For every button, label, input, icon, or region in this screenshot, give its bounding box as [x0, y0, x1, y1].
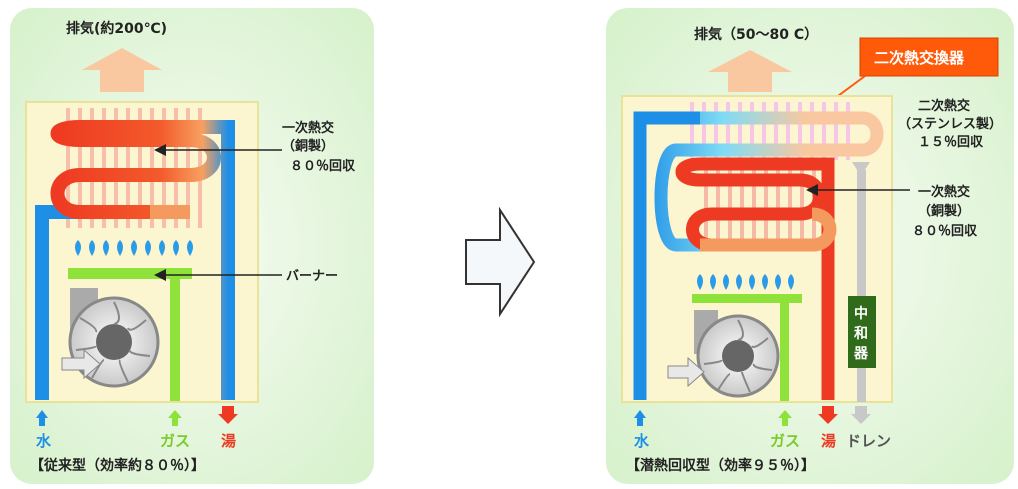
transition-arrow-icon — [465, 206, 536, 318]
right-gas-label: ガス — [770, 432, 800, 450]
left-gas-label: ガス — [160, 432, 190, 450]
left-water-label: 水 — [36, 432, 52, 450]
right-secondary-hx-label: 二次熱交 — [918, 98, 970, 114]
right-burner-bar — [692, 294, 802, 303]
left-burner-bar — [68, 268, 192, 279]
left-gas-pipe — [170, 279, 180, 401]
left-primary-hx-label: 一次熱交 — [282, 120, 334, 136]
left-caption: 【従来型（効率約８０％）】 — [30, 457, 205, 474]
right-gas-pipe — [780, 303, 789, 401]
left-hot-water-out-arrow-icon — [218, 406, 238, 424]
neutralizer-label-3: 器 — [853, 346, 869, 362]
left-water-in-arrow-icon — [36, 410, 48, 426]
right-water-in-arrow-icon — [634, 410, 646, 426]
right-exhaust-arrow-icon — [708, 50, 792, 92]
drain-funnel — [852, 162, 870, 176]
right-hot-water-label: 湯 — [821, 432, 836, 450]
exhaust-arrow-icon — [82, 48, 162, 92]
left-burner-label: バーナー — [286, 269, 338, 284]
left-hot-water-label: 湯 — [221, 432, 236, 450]
right-primary-hx-label: 一次熱交 — [918, 184, 970, 200]
drain-pipe — [857, 170, 866, 402]
right-primary-hx-pipe — [675, 157, 835, 400]
drain-label: ドレン — [846, 432, 891, 450]
left-burner-flames — [75, 240, 193, 256]
right-hot-water-out-arrow-icon — [818, 406, 838, 424]
right-secondary-hx-material: （ステンレス製） — [898, 116, 1002, 132]
right-primary-hx-material: （銅製） — [918, 203, 970, 219]
left-primary-hx-recovery: ８０％回収 — [290, 159, 356, 174]
left-air-intake-arrow-icon — [61, 348, 101, 380]
neutralizer-label-2: 和 — [854, 326, 868, 342]
right-exhaust-label: 排気（50～80 C） — [694, 26, 818, 43]
right-air-intake-arrow-icon — [667, 356, 705, 388]
right-burner-flames — [697, 274, 794, 290]
left-gas-in-arrow-icon — [168, 410, 182, 426]
neutralizer-box — [848, 296, 876, 368]
left-exhaust-label: 排気(約200℃) — [66, 20, 167, 37]
secondary-hx-callout-label: 二次熱交換器 — [874, 49, 965, 67]
right-gas-in-arrow-icon — [778, 410, 792, 426]
left-primary-hx-pipe — [50, 120, 235, 400]
right-primary-hx-recovery: ８０％回収 — [912, 224, 978, 239]
left-primary-hx-material: （銅製） — [282, 138, 334, 154]
right-caption: 【潜熱回収型（効率９５％）】 — [626, 457, 815, 474]
right-water-label: 水 — [634, 432, 650, 450]
drain-out-arrow-icon — [851, 406, 871, 424]
conventional-heater-panel: 排気(約200℃) — [10, 8, 374, 484]
secondary-hx-callout — [859, 37, 999, 77]
condensing-heater-panel: 排気（50～80 C） 二次熱交換器 — [606, 8, 1014, 484]
neutralizer-label-1: 中 — [854, 305, 868, 322]
right-secondary-hx-recovery: １５％回収 — [918, 135, 984, 150]
right-secondary-hx-pipe — [633, 111, 884, 400]
